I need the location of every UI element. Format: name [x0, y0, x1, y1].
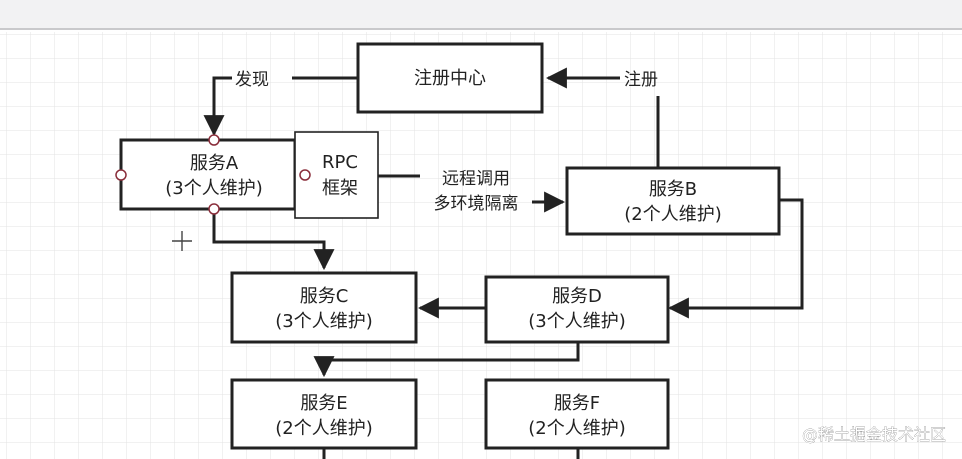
node-rpc-sublabel: 框架	[322, 178, 358, 199]
node-service-f[interactable]: 服务F (2个人维护)	[484, 378, 670, 450]
connection-handle-bottom[interactable]	[208, 203, 220, 215]
node-service-b-label: 服务B	[649, 179, 697, 200]
connection-handle-top[interactable]	[208, 134, 220, 146]
node-service-a[interactable]: 服务A (3个人维护)	[119, 138, 297, 211]
node-service-f-label: 服务F	[554, 393, 600, 414]
connection-handle-right[interactable]	[299, 169, 311, 181]
node-service-e-sublabel: (2个人维护)	[275, 418, 373, 439]
connection-handle-left[interactable]	[115, 169, 127, 181]
node-service-c[interactable]: 服务C (3个人维护)	[230, 271, 418, 344]
node-service-e-label: 服务E	[300, 393, 347, 414]
node-service-b-sublabel: (2个人维护)	[624, 204, 722, 225]
node-service-d-label: 服务D	[552, 286, 602, 307]
node-service-f-sublabel: (2个人维护)	[528, 418, 626, 439]
watermark: @稀土掘金技术社区	[802, 425, 946, 444]
node-service-d-sublabel: (3个人维护)	[528, 311, 626, 332]
node-service-d[interactable]: 服务D (3个人维护)	[484, 275, 670, 344]
edge-label-register: 注册	[624, 70, 658, 90]
node-service-c-sublabel: (3个人维护)	[275, 311, 373, 332]
edge-label-discover: 发现	[235, 70, 269, 90]
node-registry[interactable]: 注册中心	[356, 42, 544, 114]
edge-d-to-e	[313, 343, 580, 378]
node-service-b[interactable]: 服务B (2个人维护)	[565, 166, 781, 236]
node-service-e[interactable]: 服务E (2个人维护)	[230, 378, 418, 450]
node-registry-label: 注册中心	[414, 68, 486, 89]
edge-discover	[203, 76, 232, 137]
edge-label-remote-call: 远程调用	[442, 169, 510, 189]
node-service-a-label: 服务A	[190, 153, 239, 174]
node-service-c-label: 服务C	[300, 286, 349, 307]
node-service-a-sublabel: (3个人维护)	[165, 178, 263, 199]
edge-b-to-d	[667, 198, 804, 319]
edge-a-to-c	[212, 210, 335, 271]
edge-label-env-isolation: 多环境隔离	[434, 194, 519, 214]
window-top-bar	[0, 0, 962, 30]
node-rpc-label: RPC	[322, 152, 358, 173]
crosshair-cursor-icon	[172, 231, 192, 251]
